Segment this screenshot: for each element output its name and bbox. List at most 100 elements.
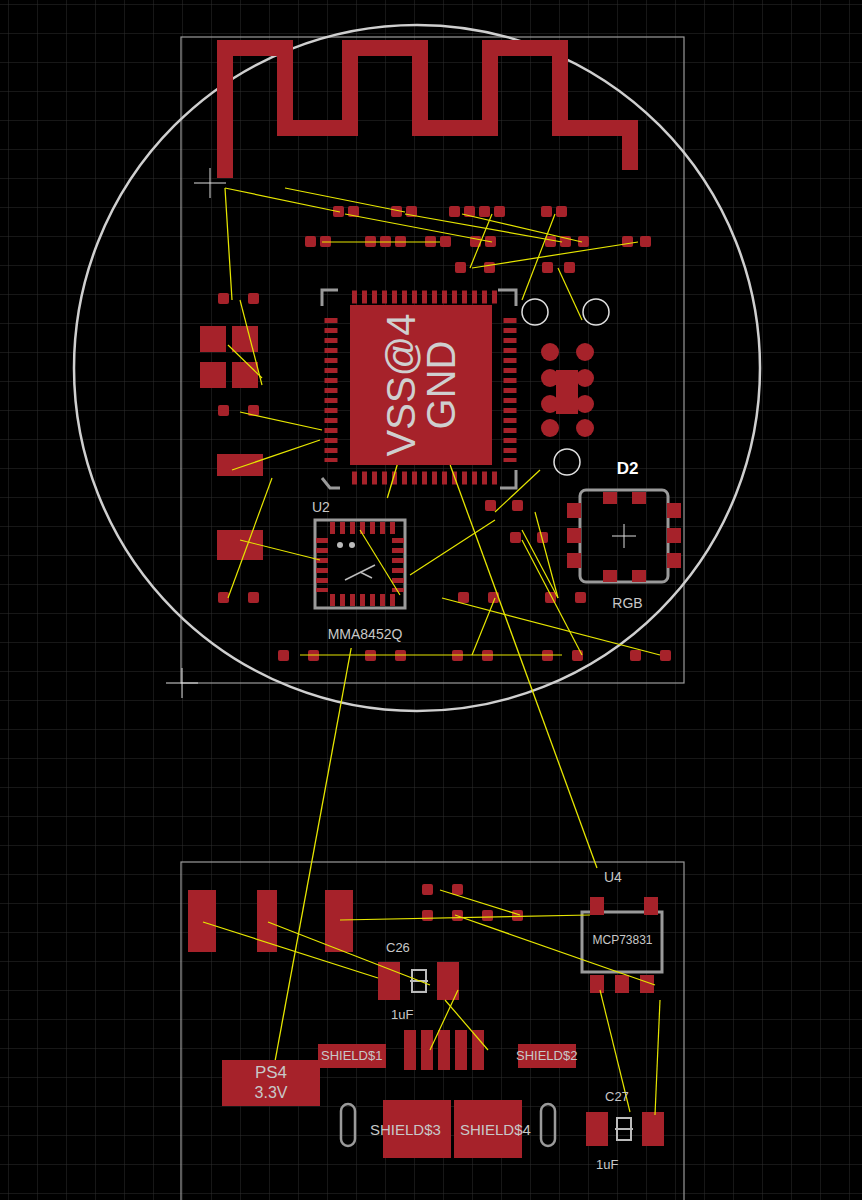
u2-package — [330, 522, 395, 534]
crosshair — [166, 168, 226, 698]
smd-pad — [512, 500, 523, 511]
airwire-connector — [387, 465, 397, 498]
u4-package — [590, 975, 604, 993]
smd-pad — [556, 206, 567, 217]
airwire — [345, 214, 492, 242]
lower-pads — [404, 1030, 416, 1070]
qfn-pads — [504, 318, 517, 462]
lower-pads — [188, 884, 664, 1158]
via-hole — [554, 449, 580, 475]
airwire — [240, 540, 320, 560]
rotated-label: VSS@4GND — [381, 314, 461, 457]
airwire — [240, 412, 322, 430]
cap-symbol — [410, 970, 633, 1140]
large-pad — [200, 362, 226, 388]
qfn-outline — [500, 470, 516, 488]
smd-pad — [494, 206, 505, 217]
d2-package — [667, 553, 681, 568]
crosshair — [210, 168, 211, 198]
lower-pads — [325, 890, 353, 952]
silkscreen-label: SHIELD$1 — [321, 1049, 382, 1063]
antenna-trace — [225, 48, 630, 178]
smd-pad — [449, 206, 460, 217]
board-outline — [181, 862, 684, 1200]
u4-package — [644, 897, 658, 915]
qfn-pads — [352, 291, 497, 304]
silkscreen-label: 1uF — [596, 1158, 618, 1172]
large-pad — [217, 530, 263, 560]
smd-pad — [440, 236, 451, 247]
lower-pads — [188, 890, 216, 952]
lower-pads — [422, 884, 433, 895]
smd-pad — [218, 206, 671, 661]
airwire — [285, 188, 405, 212]
header-pad — [576, 419, 594, 437]
cap-symbol — [615, 1128, 633, 1130]
part-name: VSS@4 — [381, 314, 421, 457]
large-pad — [200, 326, 263, 560]
smd-pad — [305, 236, 316, 247]
airwire — [470, 214, 492, 268]
airwire — [300, 654, 562, 655]
via-hole — [522, 299, 609, 475]
usb-slot — [341, 1104, 555, 1146]
airwire — [225, 188, 232, 300]
airwire — [410, 520, 495, 575]
d2-package — [667, 528, 681, 543]
header-pad — [576, 343, 594, 361]
large-pad — [232, 362, 258, 388]
qfn-outline — [322, 290, 516, 488]
u2-package — [349, 542, 355, 548]
u2-package — [330, 594, 395, 606]
part-name: PS4 — [222, 1064, 320, 1083]
airwire — [600, 990, 630, 1112]
part-value: RGB — [565, 596, 690, 611]
d2-package — [580, 490, 668, 582]
smd-pad — [458, 592, 469, 603]
smd-pad — [542, 262, 553, 273]
qfn-pads — [331, 297, 510, 478]
silkscreen-label: C27 — [605, 1090, 629, 1104]
board-circle — [74, 25, 760, 711]
part-value: GND — [421, 314, 461, 457]
header-pad — [541, 343, 594, 437]
lower-pads — [438, 1030, 450, 1070]
u2-package — [316, 538, 328, 592]
qfn-outline — [322, 290, 338, 306]
header-pad — [541, 343, 559, 361]
d2-package — [632, 492, 646, 504]
smd-pad — [218, 592, 229, 603]
airwire — [462, 214, 582, 242]
usb-slot — [341, 1104, 355, 1146]
qfn-outline — [498, 290, 516, 306]
d2-package — [603, 570, 617, 582]
lower-pads — [378, 962, 400, 1000]
qfn-pads — [325, 318, 338, 462]
smd-pad — [622, 236, 633, 247]
d2-package — [567, 528, 581, 543]
header-pad — [576, 369, 594, 387]
smd-pad — [248, 293, 259, 304]
via-hole — [583, 299, 609, 325]
regulator-part: PS43.3V — [222, 1060, 320, 1106]
airwire — [522, 540, 582, 655]
airwire — [472, 598, 495, 655]
smd-pad — [248, 592, 259, 603]
lower-pads — [455, 1030, 467, 1070]
lower-pads — [482, 910, 493, 921]
header-pad — [556, 370, 578, 414]
part-value: MMA8452Q — [300, 627, 430, 642]
lower-pads — [422, 910, 433, 921]
lower-pads — [318, 1044, 386, 1068]
d2-package — [567, 553, 581, 568]
airwire — [655, 1000, 660, 1115]
lower-pads — [642, 1112, 664, 1146]
airwire-connector — [450, 465, 597, 868]
antenna-trace — [225, 48, 630, 178]
lower-pads — [512, 910, 523, 921]
smd-pad — [541, 206, 552, 217]
u4-package — [615, 975, 629, 993]
airwire — [558, 268, 582, 320]
